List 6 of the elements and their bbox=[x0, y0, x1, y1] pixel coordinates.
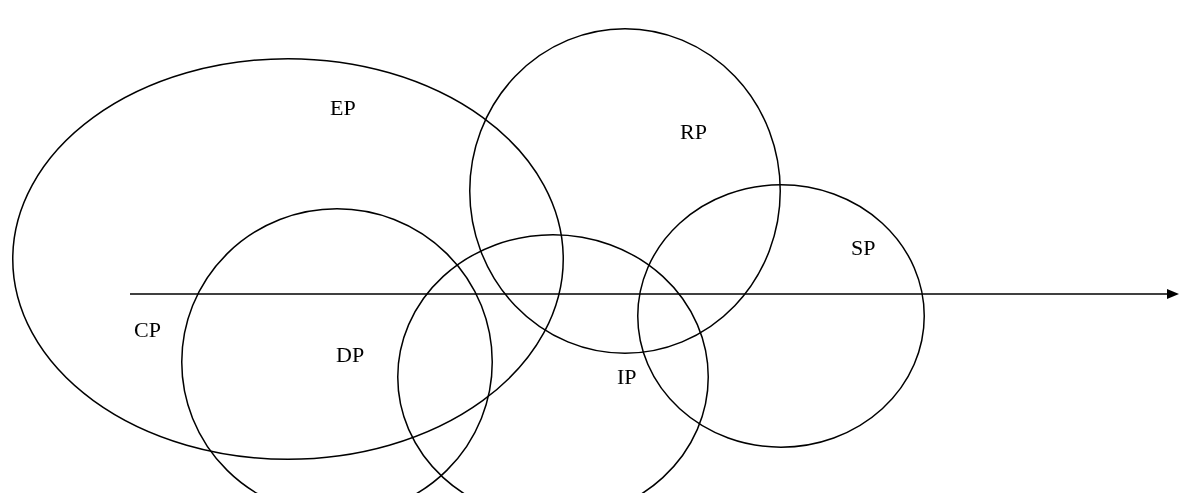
ellipse-label: RP bbox=[680, 121, 707, 143]
ellipse-label: SP bbox=[851, 237, 876, 259]
ellipse-label: IP bbox=[617, 366, 637, 388]
ellipse-label: DP bbox=[336, 344, 365, 366]
ellipse-label: EP bbox=[330, 97, 356, 119]
text-label: CP bbox=[134, 319, 161, 341]
